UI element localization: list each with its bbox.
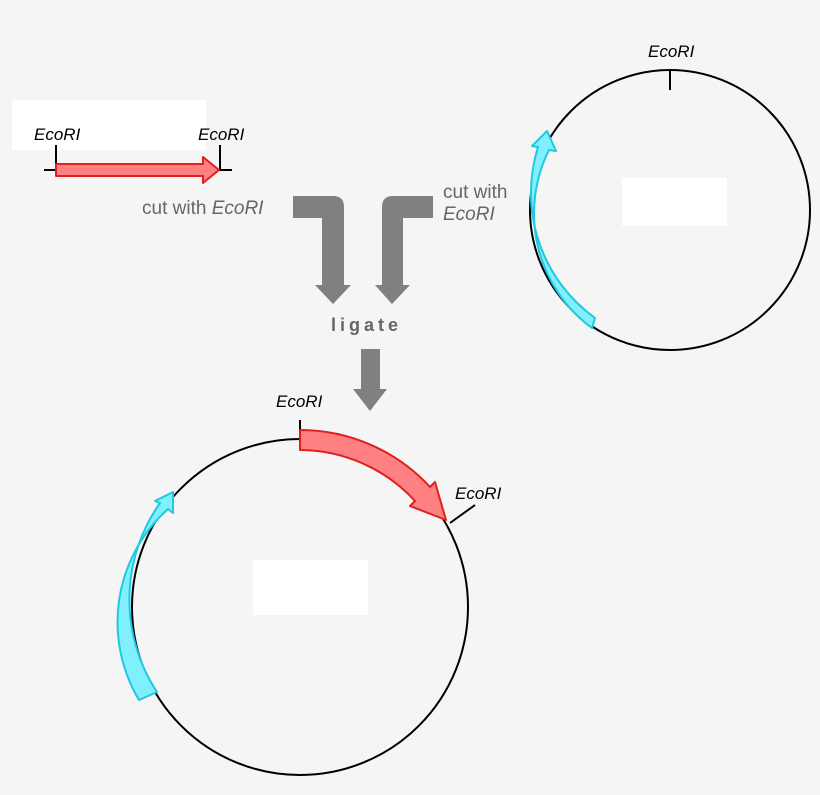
cut-vector-label-line1: cut with: [443, 182, 507, 203]
product-site-right-tick: [449, 504, 476, 524]
insert-site-left-label: EcoRI: [34, 125, 81, 144]
cut-insert-label-prefix: cut with: [142, 198, 212, 219]
insert-site-right-label: EcoRI: [198, 125, 245, 144]
product-site-right-label: EcoRI: [455, 484, 502, 503]
insert-label-box: [12, 100, 206, 150]
cut-vector-label-line2: EcoRI: [443, 204, 495, 225]
product-marker-arrow: [116, 491, 174, 701]
product-plasmid: EcoRI EcoRI: [116, 392, 502, 776]
product-site-top-label: EcoRI: [276, 392, 323, 411]
cut-vector-arrow: [375, 196, 433, 304]
vector-plasmid: EcoRI: [529, 42, 811, 351]
vector-marker-arrow: [530, 130, 596, 329]
cut-insert-label: cut with EcoRI: [142, 198, 264, 219]
process-steps: cut with EcoRI cut with EcoRI ligate: [142, 182, 507, 411]
cut-insert-arrow: [293, 196, 351, 304]
ligate-arrow: [353, 349, 387, 411]
ligate-label: ligate: [331, 315, 402, 335]
insert-gene-arrow: [55, 156, 220, 184]
vector-site-label: EcoRI: [648, 42, 695, 61]
product-label-box: [253, 560, 368, 615]
vector-label-box: [622, 178, 727, 226]
product-insert-arrow: [299, 429, 447, 521]
insert-fragment: EcoRI EcoRI: [12, 100, 245, 184]
cut-insert-label-enzyme: EcoRI: [212, 198, 264, 219]
